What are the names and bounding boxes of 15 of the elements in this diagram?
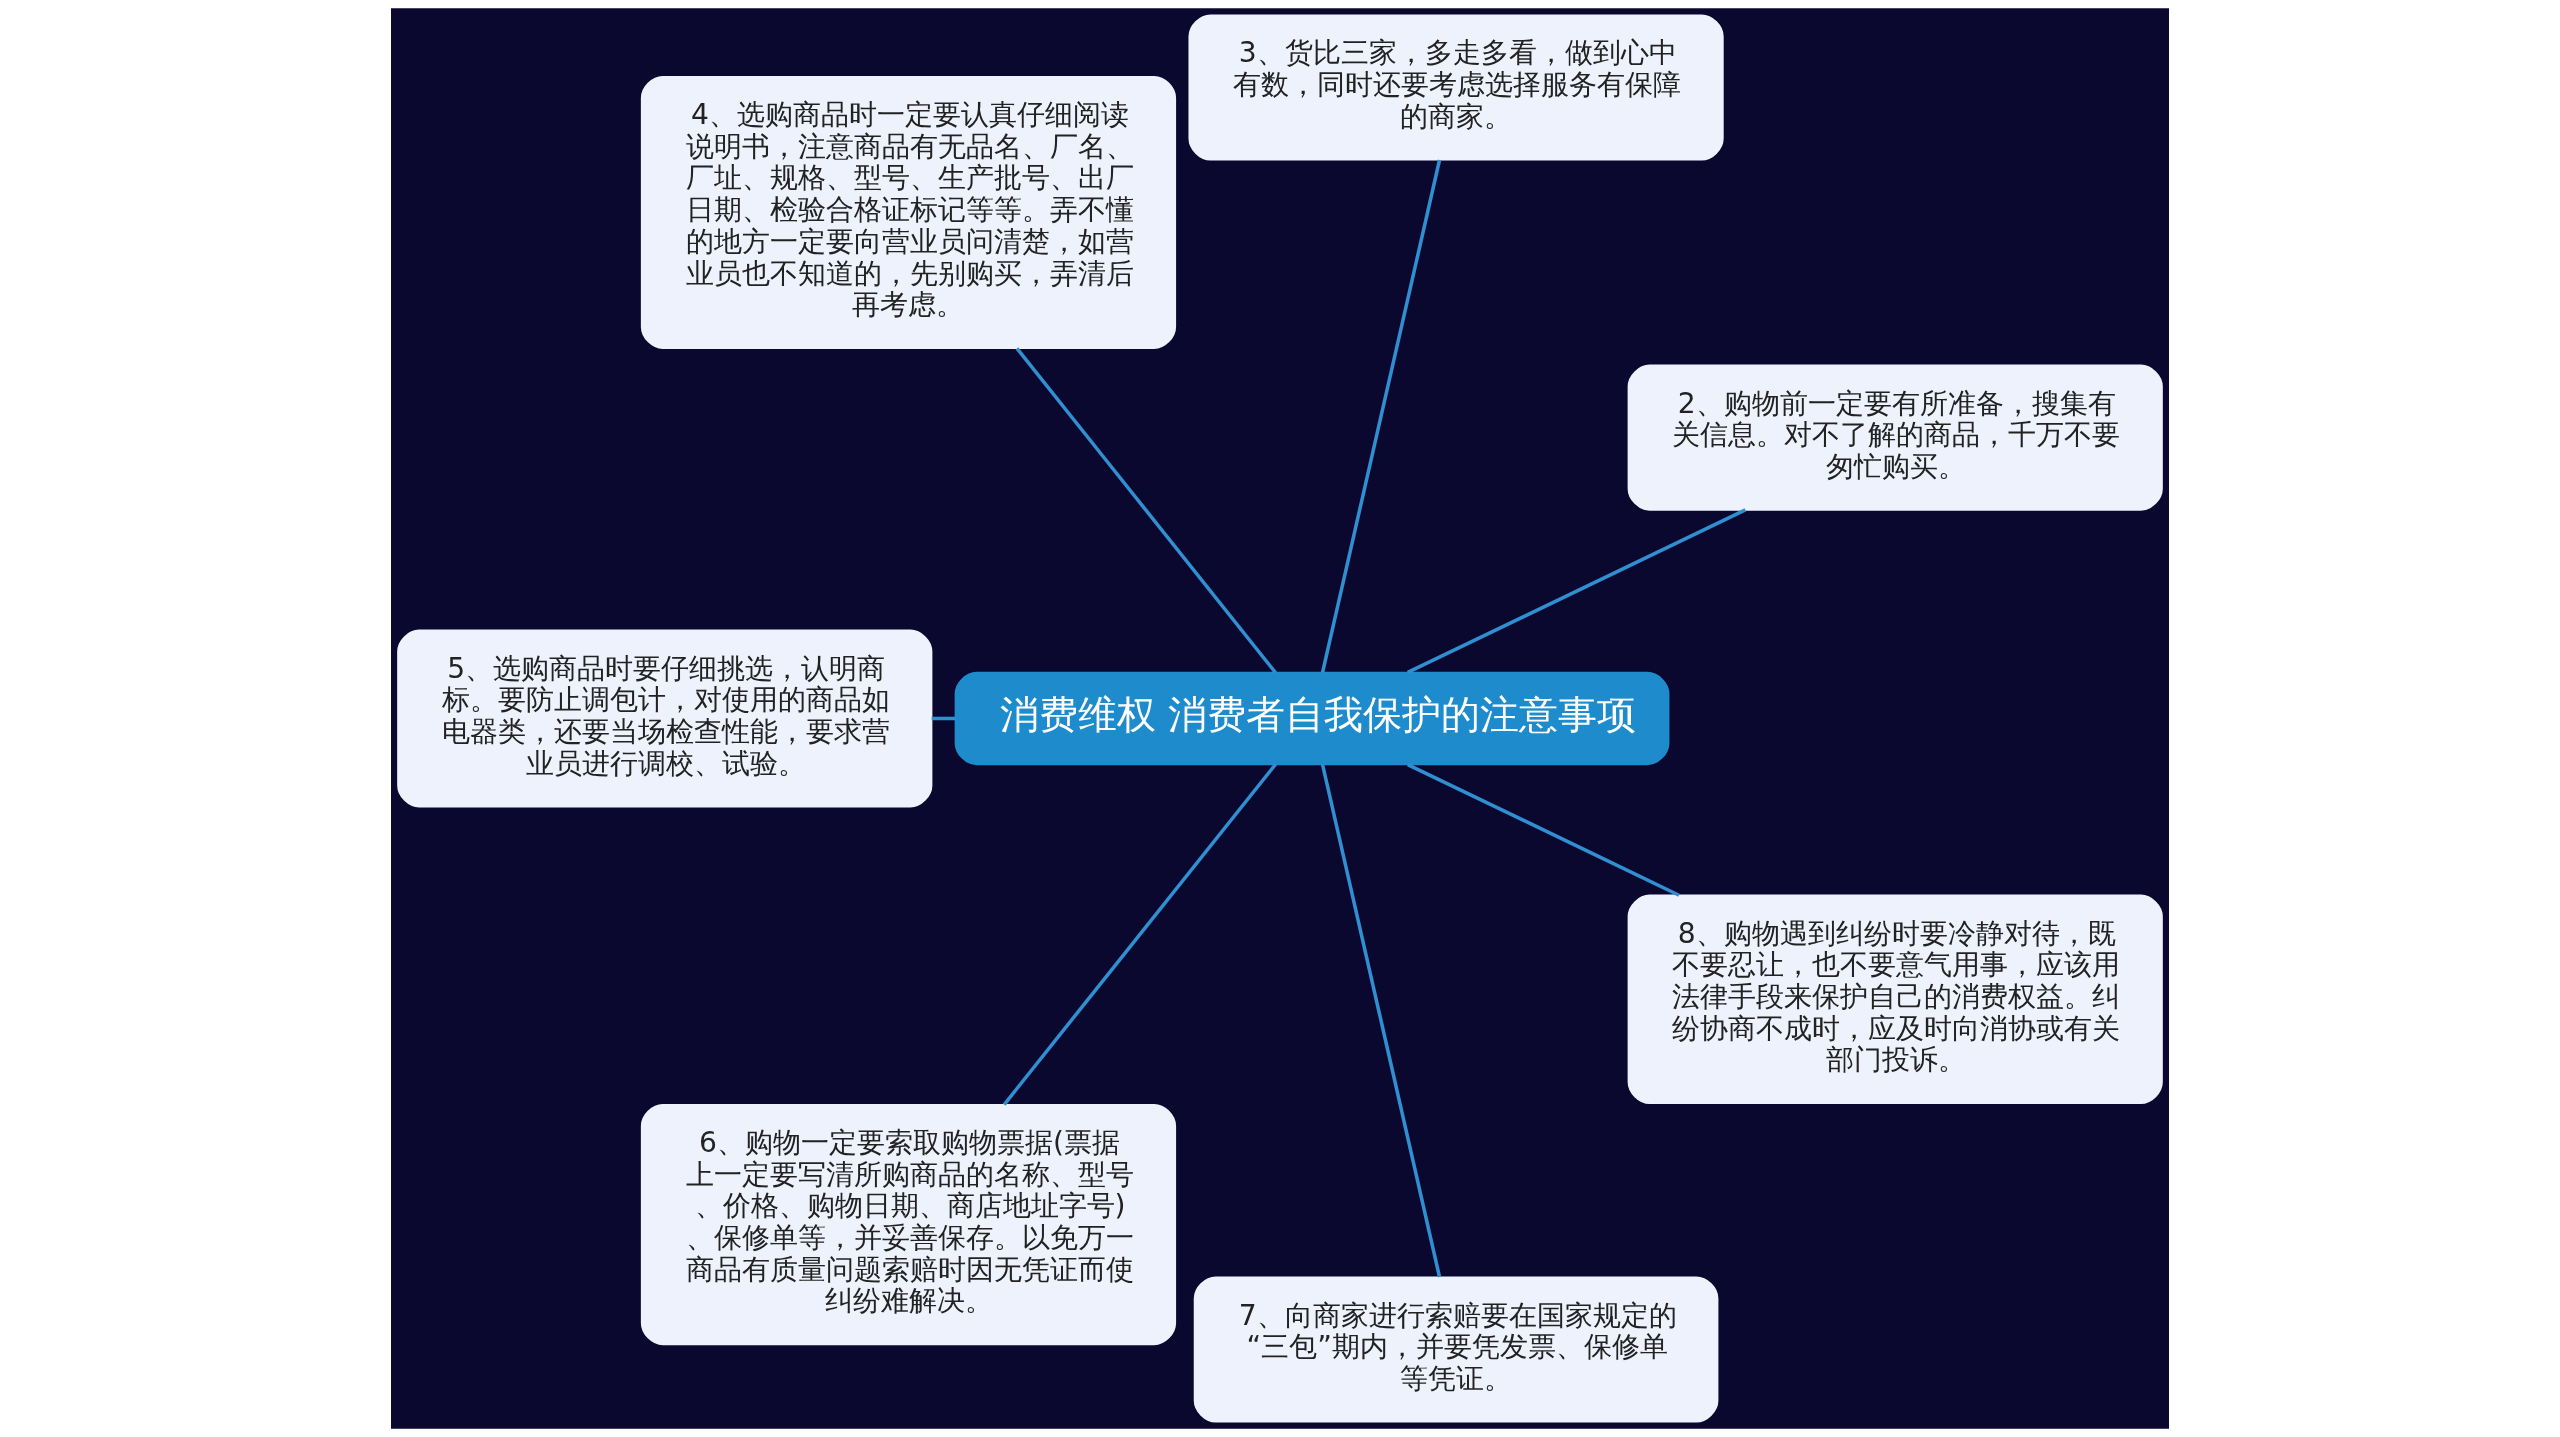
node-box: 6、购物一定要索取购物票据(票据上一定要写清所购商品的名称、型号、价格、购物日期、商店地址字号)、保修单等，并妥善保存。以免万一商品有质量问题索赔时因无凭证而使纠纷难解决。	[640, 1103, 1177, 1346]
connector	[1015, 347, 1277, 674]
connector	[931, 716, 956, 721]
node-box: 8、购物遇到纠纷时要冷静对待，既不要忍让，也不要意气用事，应该用法律手段来保护自己的消费权益。纠纷协商不成时，应及时向消协或有关部门投诉。	[1627, 894, 2163, 1105]
connector	[1406, 763, 1680, 897]
connector	[1002, 763, 1277, 1106]
node-box: 7、向商家进行索赔要在国家规定的“三包”期内，并要凭发票、保修单等凭证。	[1193, 1276, 1719, 1423]
node-box: 5、选购商品时要仔细挑选，认明商标。要防止调包计，对使用的商品如电器类，还要当场检查性能，要求营业员进行调校、试验。	[397, 629, 933, 808]
node-box: 3、货比三家，多走多看，做到心中有数，同时还要考虑选择服务有保障的商家。	[1188, 14, 1724, 161]
connector	[1406, 508, 1747, 674]
node-box: 2、购物前一定要有所准备，搜集有关信息。对不了解的商品，千万不要匆忙购买。	[1627, 364, 2163, 511]
connector	[1320, 159, 1442, 673]
node-box: 消费维权 消费者自我保护的注意事项	[954, 671, 1670, 766]
node-box: 4、选购商品时一定要认真仔细阅读说明书，注意商品有无品名、厂名、厂址、规格、型号、生产批号、出厂日期、检验合格证标记等等。弄不懂的地方一定要向营业员问清楚，如营业员也不知道的，先别购买，弄清后再考虑。	[640, 76, 1177, 349]
connector	[1320, 764, 1442, 1278]
